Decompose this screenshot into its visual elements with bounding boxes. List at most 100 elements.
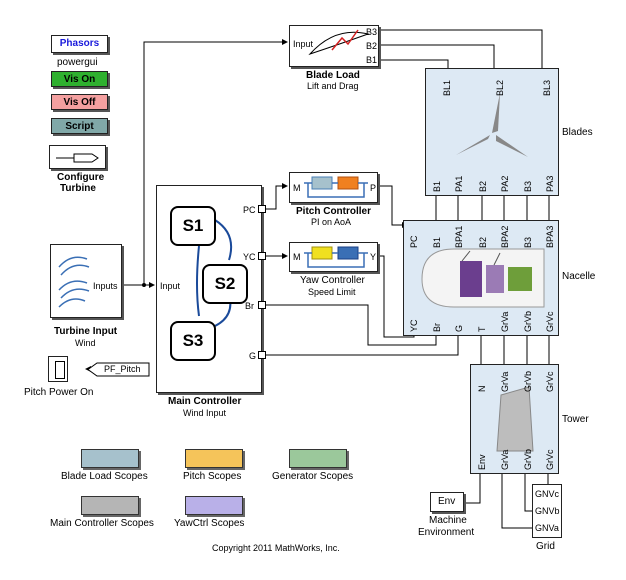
- nacelle-bottom-port: GrVb: [523, 310, 533, 332]
- pf-pitch-label: PF_Pitch: [104, 364, 141, 374]
- turbine-input-block[interactable]: Inputs: [50, 244, 122, 318]
- configure-turbine-label-2: Turbine: [60, 183, 96, 194]
- configure-turbine-label-1: Configure: [57, 172, 105, 183]
- blade-load-out-b3: B3: [366, 27, 378, 37]
- nacelle-top-port: B3: [523, 236, 533, 248]
- copyright-text: Copyright 2011 MathWorks, Inc.: [212, 543, 340, 553]
- nacelle-bottom-port: G: [454, 324, 464, 332]
- grid-label: Grid: [536, 541, 555, 552]
- blades-bottom-port: PA3: [545, 175, 555, 192]
- configure-turbine-block[interactable]: [49, 145, 106, 169]
- main-controller-subtitle: Wind Input: [183, 408, 227, 418]
- main-controller-input-port: Input: [160, 281, 181, 291]
- yaw-controller-title: Yaw Controller: [300, 275, 365, 286]
- nacelle-icon: [421, 248, 545, 308]
- nacelle-block[interactable]: [403, 220, 559, 336]
- blades-top-port: BL3: [542, 79, 552, 96]
- nacelle-bottom-port: T: [477, 326, 487, 333]
- yaw-controller-icon: [304, 246, 368, 268]
- main-controller-scopes-block[interactable]: [81, 496, 139, 515]
- pc-port-square: [258, 205, 266, 213]
- blades-block[interactable]: [425, 68, 559, 196]
- main-controller-port-yc: YC: [243, 252, 256, 262]
- generator-scopes-block[interactable]: [289, 449, 347, 468]
- main-controller-block[interactable]: Input PC YC Br G S1 S2 S3: [156, 185, 262, 393]
- phasors-button[interactable]: Phasors: [51, 35, 108, 53]
- pitch-power-switch[interactable]: [48, 356, 68, 382]
- nacelle-label: Nacelle: [562, 271, 596, 282]
- tower-bottom-port: GrVb: [523, 448, 533, 470]
- tower-bottom-port: GrVa: [500, 449, 510, 470]
- state-s1[interactable]: S1: [170, 206, 216, 246]
- wind-icon: [58, 256, 90, 308]
- airfoil-icon: [308, 29, 370, 56]
- goto-tag-shape: [87, 362, 150, 377]
- pitch-controller-out-port: P: [370, 183, 377, 193]
- yawctrl-scopes-label: YawCtrl Scopes: [174, 518, 245, 529]
- yaw-controller-block[interactable]: M Y: [289, 242, 378, 272]
- main-controller-title: Main Controller: [168, 396, 242, 407]
- blade-load-out-b2: B2: [366, 41, 378, 51]
- tower-label: Tower: [562, 414, 589, 425]
- grid-block[interactable]: GNVc GNVb GNVa: [532, 484, 562, 538]
- blade-load-input-port: Input: [293, 39, 314, 49]
- nacelle-top-port: BPA1: [454, 225, 464, 248]
- turbine-input-port-label: Inputs: [93, 281, 118, 291]
- pf-pitch-constant[interactable]: PF_Pitch: [87, 362, 150, 377]
- configure-turbine-icon: [56, 153, 99, 163]
- nacelle-bottom-port: Br: [432, 323, 442, 332]
- main-controller-scopes-label: Main Controller Scopes: [50, 518, 154, 529]
- blade-load-block[interactable]: Input B3 B2 B1: [289, 25, 379, 67]
- blades-bottom-port: B2: [478, 180, 488, 192]
- blade-load-title: Blade Load: [306, 70, 360, 81]
- state-s3[interactable]: S3: [170, 321, 216, 361]
- state-s2[interactable]: S2: [202, 264, 248, 304]
- yaw-controller-out-port: Y: [370, 252, 377, 262]
- vis-on-button[interactable]: Vis On: [51, 71, 108, 87]
- br-port-square: [258, 301, 266, 309]
- pitch-controller-in-port: M: [293, 183, 301, 193]
- nacelle-bottom-port: GrVa: [500, 311, 510, 332]
- blades-bottom-port: PA1: [454, 175, 464, 192]
- yawctrl-scopes-block[interactable]: [185, 496, 243, 515]
- rotor-icon: [456, 93, 528, 157]
- main-controller-port-pc: PC: [243, 205, 256, 215]
- generator-scopes-label: Generator Scopes: [272, 471, 354, 482]
- pitch-controller-title: Pitch Controller: [296, 206, 372, 217]
- tower-top-port: GrVb: [523, 370, 533, 392]
- tower-top-port: GrVa: [500, 371, 510, 392]
- grid-port-gnvb: GNVb: [535, 506, 560, 516]
- g-port-square: [258, 351, 266, 359]
- main-controller-port-g: G: [249, 351, 257, 361]
- env-block-label: Env: [438, 496, 456, 507]
- blades-bottom-port: B1: [432, 180, 442, 192]
- blades-bottom-port: PA2: [500, 175, 510, 192]
- nacelle-top-port: PC: [409, 235, 419, 248]
- nacelle-top-port: B1: [432, 236, 442, 248]
- powergui-label: powergui: [57, 57, 98, 68]
- blade-load-scopes-block[interactable]: [81, 449, 139, 468]
- tower-icon: [496, 386, 534, 452]
- turbine-input-title: Turbine Input: [54, 326, 118, 337]
- pitch-scopes-block[interactable]: [185, 449, 243, 468]
- tower-block[interactable]: [470, 364, 559, 474]
- env-label-2: Environment: [418, 527, 475, 538]
- env-block[interactable]: Env: [430, 492, 464, 512]
- blade-load-out-b1: B1: [366, 55, 378, 65]
- yaw-controller-subtitle: Speed Limit: [308, 287, 356, 297]
- blades-bottom-port: B3: [523, 180, 533, 192]
- main-controller-port-br: Br: [245, 301, 254, 311]
- blades-top-port: BL1: [442, 79, 452, 96]
- pitch-controller-block[interactable]: M P: [289, 172, 378, 203]
- pitch-power-on-label: Pitch Power On: [24, 387, 94, 398]
- tower-bottom-port: GrVc: [545, 449, 555, 470]
- yaw-controller-in-port: M: [293, 252, 301, 262]
- pitch-scopes-label: Pitch Scopes: [183, 471, 242, 482]
- nacelle-bottom-port: GrVc: [545, 311, 555, 332]
- pi-controller-icon: [304, 176, 368, 198]
- grid-port-gnva: GNVa: [535, 523, 559, 533]
- switch-inner: [55, 361, 65, 379]
- script-button[interactable]: Script: [51, 118, 108, 134]
- vis-off-button[interactable]: Vis Off: [51, 94, 108, 110]
